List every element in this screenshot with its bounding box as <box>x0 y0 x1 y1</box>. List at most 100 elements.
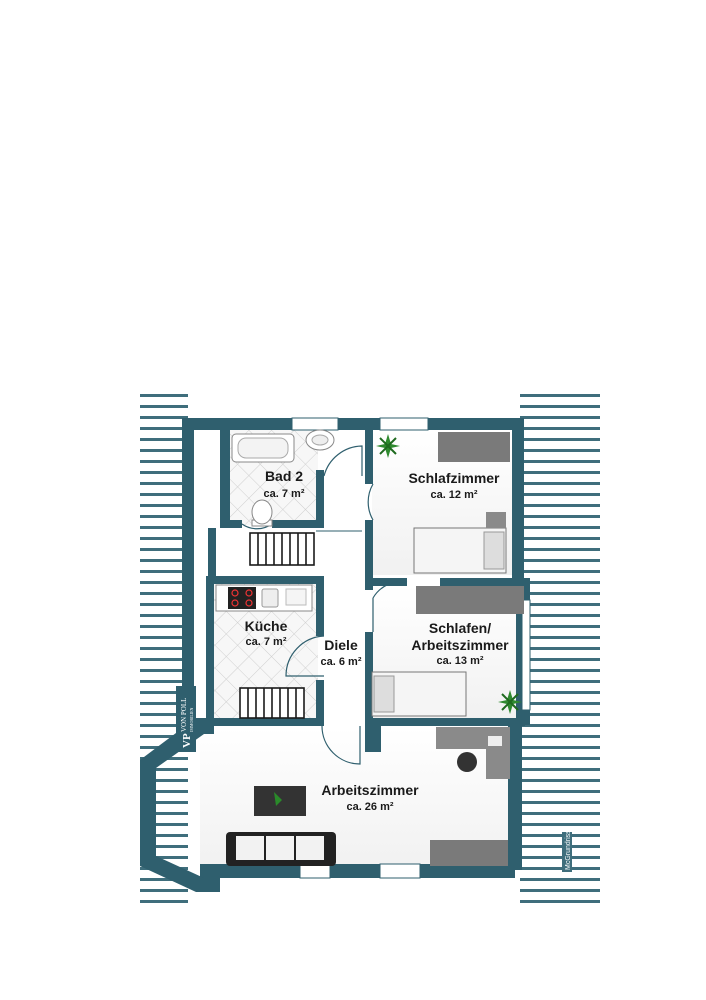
roof-stripe <box>520 515 600 518</box>
roof-stripe <box>520 713 600 716</box>
roof-stripe <box>140 548 188 551</box>
roof-stripe <box>140 878 188 881</box>
room-name: Arbeitszimmer <box>321 782 419 798</box>
room-label-bad2: Bad 2 ca. 7 m² <box>264 468 305 500</box>
roof-stripe <box>140 658 188 661</box>
roof-stripe <box>140 581 188 584</box>
roof-stripe <box>140 405 188 408</box>
roof-stripe <box>140 812 188 815</box>
roof-stripe <box>520 801 600 804</box>
roof-stripe <box>140 823 188 826</box>
roof-stripe <box>520 416 600 419</box>
roof-stripe <box>140 416 188 419</box>
roof-stripe <box>520 790 600 793</box>
roof-stripe <box>140 625 188 628</box>
room-area: ca. 7 m² <box>246 636 287 648</box>
roof-stripe <box>140 845 188 848</box>
roof-stripe <box>140 427 188 430</box>
roof-stripe <box>520 669 600 672</box>
roof-stripe <box>520 878 600 881</box>
roof-stripe <box>520 889 600 892</box>
desk <box>436 727 510 779</box>
roof-stripe <box>140 438 188 441</box>
roof-stripe <box>140 801 188 804</box>
roof-stripe <box>140 669 188 672</box>
roof-stripe <box>140 680 188 683</box>
roof-stripe <box>140 713 188 716</box>
roof-stripe <box>520 735 600 738</box>
credit: McGrundriss <box>562 830 572 872</box>
logo-brand: VON POLL <box>180 698 188 732</box>
roof-stripe <box>140 460 188 463</box>
room-name: Diele <box>324 637 358 653</box>
roof-stripe <box>520 658 600 661</box>
room-area: ca. 26 m² <box>346 801 393 813</box>
roof-stripe <box>140 482 188 485</box>
roof-stripe <box>520 614 600 617</box>
stairs <box>239 532 315 719</box>
bed-1 <box>413 512 507 574</box>
roof-stripe <box>140 889 188 892</box>
roof-stripe <box>520 471 600 474</box>
logo: VP VON POLL IMMOBILIEN <box>176 686 196 752</box>
sideboard <box>430 840 508 866</box>
roof-stripe <box>520 746 600 749</box>
plant-icon <box>376 434 400 458</box>
roof-stripe <box>520 834 600 837</box>
roof-stripe <box>140 856 188 859</box>
room-name: Schlafen/ <box>429 620 491 636</box>
roof-stripe <box>520 449 600 452</box>
bathtub <box>231 433 295 463</box>
room-label-arbeitszimmer: Arbeitszimmer ca. 26 m² <box>321 782 419 813</box>
roof-stripe <box>520 647 600 650</box>
roof-stripe <box>520 394 600 397</box>
roof-stripe <box>520 702 600 705</box>
room-area: ca. 6 m² <box>321 656 362 668</box>
logo-initials: VP <box>181 733 193 748</box>
roof-stripe <box>520 493 600 496</box>
room-label-schlafen: Schlafen/ Arbeitszimmer ca. 13 m² <box>411 620 509 667</box>
room-name: Bad 2 <box>265 468 303 484</box>
floor-areas <box>195 425 527 870</box>
roof-stripe <box>140 526 188 529</box>
roof-stripe <box>520 581 600 584</box>
roof-stripe <box>140 790 188 793</box>
roof-stripe <box>140 779 188 782</box>
plant-icon <box>498 690 522 714</box>
roof-stripe <box>140 702 188 705</box>
roof-stripe <box>520 757 600 760</box>
logo-tagline: IMMOBILIEN <box>189 707 194 732</box>
roof-stripe <box>520 867 600 870</box>
roof-stripe <box>520 724 600 727</box>
roof-stripe <box>520 482 600 485</box>
roof-stripe <box>520 537 600 540</box>
washbasin <box>305 429 335 451</box>
roof-stripe <box>140 735 188 738</box>
roof-stripe <box>140 603 188 606</box>
roof-stripe <box>140 647 188 650</box>
roof-stripe <box>520 636 600 639</box>
roof-stripe <box>140 559 188 562</box>
roof-stripe <box>520 768 600 771</box>
roof-stripe <box>140 614 188 617</box>
roof-stripe <box>520 845 600 848</box>
roof-stripe <box>520 812 600 815</box>
roof-stripe <box>140 471 188 474</box>
roof-stripe <box>520 427 600 430</box>
room-label-schlafzimmer: Schlafzimmer ca. 12 m² <box>408 470 500 501</box>
roof-stripe <box>520 504 600 507</box>
bed-2 <box>371 671 467 717</box>
roof-stripe <box>140 394 188 397</box>
roof-stripe <box>520 526 600 529</box>
room-area: ca. 12 m² <box>430 489 477 501</box>
roof-stripe <box>520 570 600 573</box>
room-name: Küche <box>245 618 288 634</box>
roof-stripe <box>140 768 188 771</box>
roof-stripe <box>520 779 600 782</box>
roof-stripe <box>140 493 188 496</box>
roof-stripe <box>520 548 600 551</box>
room-area: ca. 7 m² <box>264 488 305 500</box>
kitchen-counter <box>215 584 313 612</box>
walls <box>140 418 530 892</box>
